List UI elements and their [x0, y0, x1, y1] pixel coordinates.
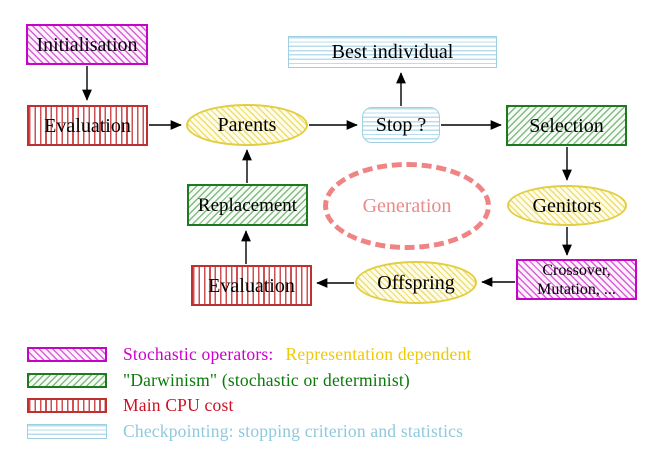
- node-best-individual: Best individual: [288, 36, 497, 68]
- node-replacement: Replacement: [187, 184, 308, 226]
- legend-text-main-cpu-cost: Main CPU cost: [123, 394, 234, 415]
- generation-loop-label: Generation: [323, 162, 491, 250]
- node-crossover-mutation: Crossover, Mutation, ...: [516, 259, 637, 300]
- legend-row-checkpointing: Checkpointing: stopping criterion and st…: [27, 420, 464, 441]
- legend-swatch-cyan-stripes: [27, 423, 107, 439]
- node-offspring: Offspring: [355, 261, 477, 304]
- legend-text-darwinism: "Darwinism" (stochastic or determinist): [123, 369, 410, 390]
- legend-row-cpu-cost: Main CPU cost: [27, 394, 234, 415]
- legend-text-checkpointing: Checkpointing: stopping criterion and st…: [123, 420, 464, 441]
- crossover-line2: Mutation, ...: [537, 280, 616, 298]
- legend-swatch-green-hatch: [27, 372, 107, 388]
- crossover-line1: Crossover,: [542, 261, 611, 279]
- node-initialisation: Initialisation: [26, 24, 148, 65]
- node-selection: Selection: [506, 105, 627, 146]
- node-stop-condition: Stop ?: [362, 107, 440, 143]
- node-parents: Parents: [186, 104, 308, 146]
- legend-label-stochastic: Stochastic operators: Representation depe…: [123, 344, 472, 365]
- legend-text-representation-dependent: Representation dependent: [285, 343, 472, 364]
- node-evaluation-bottom: Evaluation: [191, 265, 312, 306]
- node-evaluation-top: Evaluation: [27, 105, 148, 146]
- legend-swatch-magenta-hatch: [27, 346, 107, 362]
- node-genitors: Genitors: [507, 185, 627, 226]
- legend-swatch-red-stripes: [27, 397, 107, 413]
- legend-text-stochastic-operators: Stochastic operators:: [123, 343, 274, 364]
- legend-row-darwinism: "Darwinism" (stochastic or determinist): [27, 369, 410, 390]
- legend-row-stochastic-operators: Stochastic operators: Representation depe…: [27, 344, 472, 365]
